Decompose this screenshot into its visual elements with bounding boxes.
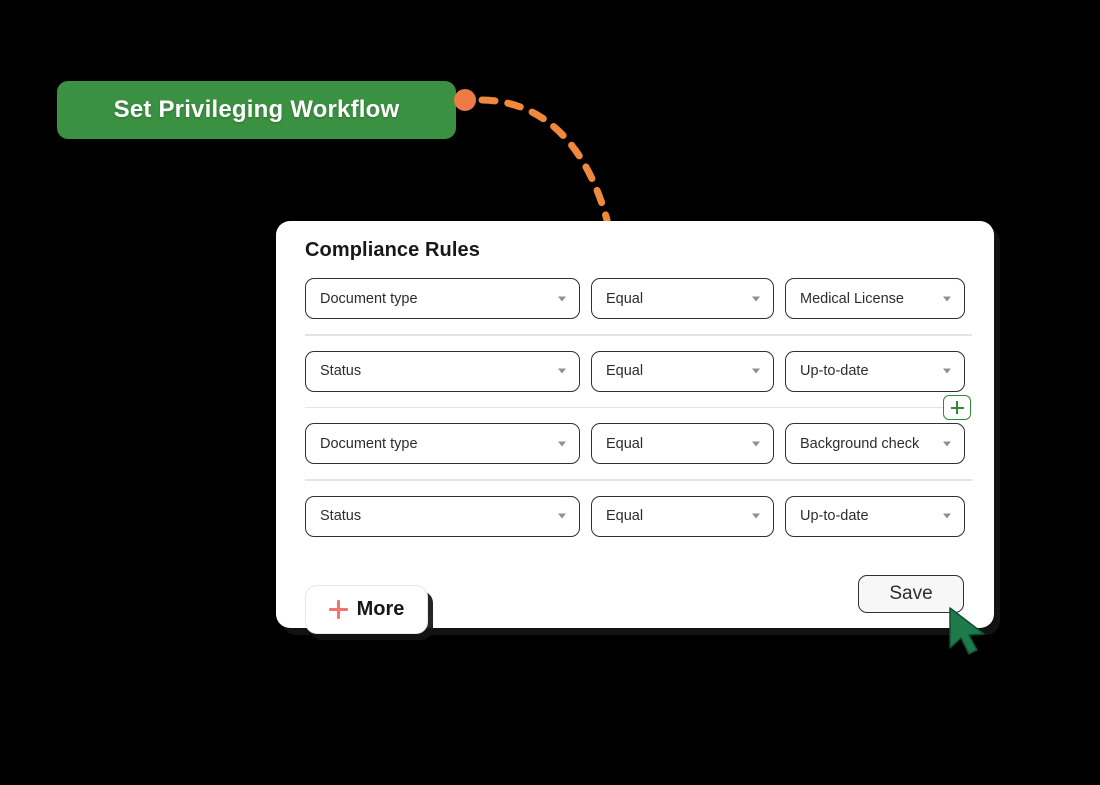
chevron-down-icon: [943, 441, 951, 446]
rule-operator-value: Equal: [606, 508, 644, 524]
connector-dashed-line: [478, 96, 611, 224]
rule-value-value: Background check: [800, 435, 920, 452]
rule-field-value: Status: [320, 363, 362, 379]
rule-field-select[interactable]: Document type: [305, 423, 580, 464]
row-divider: [305, 479, 972, 481]
rule-row: Status Equal Up-to-date: [305, 495, 972, 537]
rule-operator-value: Equal: [606, 363, 644, 379]
chevron-down-icon: [558, 513, 566, 519]
connector-dot: [454, 89, 476, 111]
chevron-down-icon: [943, 368, 951, 374]
add-rule-button[interactable]: [943, 395, 971, 420]
card-title: Compliance Rules: [305, 239, 480, 261]
rule-field-select[interactable]: Status: [305, 495, 580, 537]
chevron-down-icon: [558, 296, 566, 301]
plus-icon: [328, 600, 348, 619]
rule-value-select[interactable]: Medical License: [785, 278, 965, 319]
rule-field-select[interactable]: Status: [305, 350, 580, 392]
rule-field-select[interactable]: Document type: [305, 278, 580, 319]
rule-operator-value: Equal: [606, 435, 644, 452]
more-button-label: More: [356, 598, 405, 620]
rule-row: Document type Equal Medical License: [305, 278, 972, 319]
rule-operator-select[interactable]: Equal: [591, 423, 774, 464]
compliance-rules-card: Compliance Rules Document type Equal Med…: [276, 221, 994, 628]
save-button-label: Save: [889, 583, 933, 604]
save-button[interactable]: Save: [858, 575, 964, 613]
rule-row: Document type Equal Background check: [305, 423, 972, 464]
chevron-down-icon: [943, 296, 951, 301]
plus-icon: [950, 401, 964, 414]
rule-field-value: Status: [320, 508, 362, 524]
chevron-down-icon: [558, 441, 566, 446]
chevron-down-icon: [752, 513, 760, 519]
rule-operator-value: Equal: [606, 290, 644, 307]
rule-value-select[interactable]: Up-to-date: [785, 350, 965, 392]
rule-value-select[interactable]: Up-to-date: [785, 495, 965, 537]
chevron-down-icon: [752, 368, 760, 374]
callout-label: Set Privileging Workflow: [113, 96, 400, 123]
rule-field-value: Document type: [320, 290, 418, 307]
more-button[interactable]: More: [305, 585, 428, 634]
rule-operator-select[interactable]: Equal: [591, 278, 774, 319]
rule-value-value: Medical License: [800, 290, 904, 307]
rule-field-value: Document type: [320, 435, 418, 452]
chevron-down-icon: [558, 368, 566, 374]
callout-pill: Set Privileging Workflow: [57, 81, 456, 139]
row-divider: [305, 406, 972, 408]
rule-value-value: Up-to-date: [800, 508, 869, 524]
rule-row: Status Equal Up-to-date: [305, 350, 972, 392]
chevron-down-icon: [752, 441, 760, 446]
rule-value-value: Up-to-date: [800, 363, 869, 379]
rule-operator-select[interactable]: Equal: [591, 495, 774, 537]
connector-arrow: [454, 89, 611, 224]
chevron-down-icon: [943, 513, 951, 519]
card-content: Compliance Rules Document type Equal Med…: [305, 239, 972, 537]
chevron-down-icon: [752, 296, 760, 301]
row-divider: [305, 334, 972, 336]
rule-value-select[interactable]: Background check: [785, 423, 965, 464]
rule-operator-select[interactable]: Equal: [591, 350, 774, 392]
